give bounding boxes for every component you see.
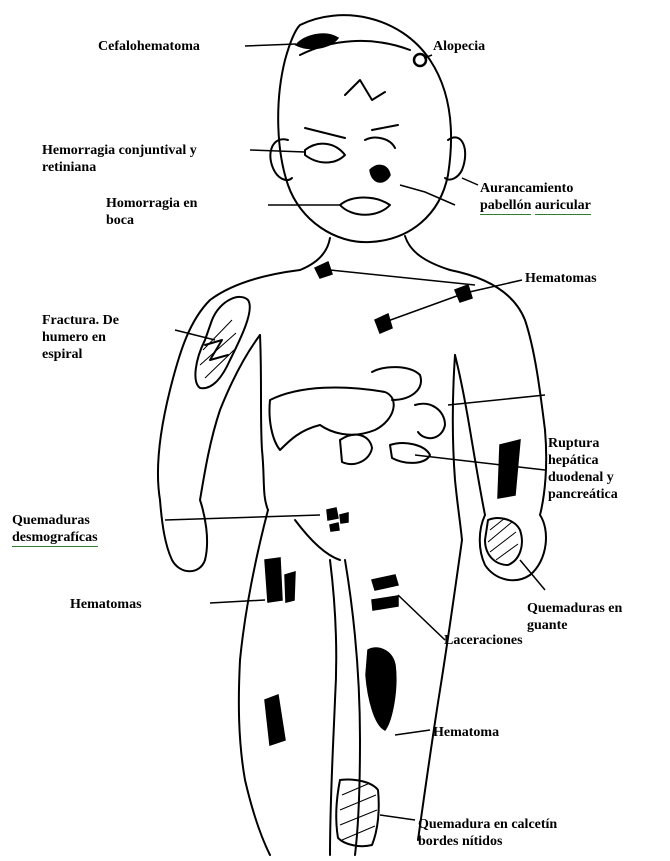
label-hematomas-torso: Hematomas xyxy=(525,270,597,287)
label-hematomas-pierna: Hematomas xyxy=(70,596,142,613)
mouth xyxy=(340,198,390,215)
cephalohematoma-mark xyxy=(296,34,338,48)
pointer-cefalohematoma xyxy=(245,44,296,46)
chest-bruise-1 xyxy=(375,314,392,333)
thigh-bruise-left-2 xyxy=(285,572,295,602)
label-hemorragia-boca: Homorragia en boca xyxy=(106,195,197,229)
neck-bruise xyxy=(315,262,332,278)
laceration-right-2 xyxy=(372,596,398,610)
alopecia-mark xyxy=(414,54,426,66)
right-eye xyxy=(365,138,395,148)
knee-laceration-left xyxy=(265,695,285,745)
liver xyxy=(269,387,393,450)
label-alopecia: Alopecia xyxy=(433,38,485,55)
pointer-hematomas-leg xyxy=(210,600,265,603)
pointer-hematomas-torso xyxy=(385,280,522,322)
right-brow xyxy=(372,125,398,130)
left-arm-outline xyxy=(158,270,300,571)
label-hematoma: Hematoma xyxy=(433,724,499,741)
label-arrancamiento-pabellon: Aurancamiento pabellón auricular xyxy=(480,180,591,215)
duodenum xyxy=(415,404,445,438)
fracture-hatching xyxy=(200,320,236,378)
neck-right xyxy=(405,236,450,270)
torso-left xyxy=(260,335,268,510)
pointer-laceraciones xyxy=(398,595,445,640)
label-fractura-humero: Fractura. De humero en espiral xyxy=(42,312,119,363)
label-quemadura-calcetin: Quemadura en calcetín bordes nítidos xyxy=(418,816,557,850)
pointer-arrancamiento-ear xyxy=(462,178,478,185)
inner-legs xyxy=(330,560,336,855)
pointer-hematomas-neck xyxy=(330,270,475,285)
stomach xyxy=(372,367,421,400)
pointer-calcetin xyxy=(380,815,415,820)
label-cefalohematoma: Cefalohematoma xyxy=(98,38,200,55)
label-ruptura-hepatica: Ruptura hepática duodenal y pancreática xyxy=(548,435,618,503)
left-brow xyxy=(305,128,345,138)
pointer-conjuntival xyxy=(250,150,305,152)
humerus-fracture xyxy=(195,297,249,388)
right-leg-outline xyxy=(418,540,462,840)
inner-legs-right xyxy=(345,560,360,855)
laceration-right-1 xyxy=(372,575,398,590)
label-quemaduras-guante: Quemaduras en guante xyxy=(527,600,622,634)
pointer-hematoma xyxy=(395,730,430,735)
forearm-bruise xyxy=(498,440,520,498)
thigh-bruise-left xyxy=(265,558,282,602)
pointer-ruptura xyxy=(448,395,545,405)
pointer-desmograficas xyxy=(165,515,320,520)
left-eye xyxy=(305,144,345,163)
nose-bruise xyxy=(370,165,390,182)
label-hemorragia-conjuntival: Hemorragia conjuntival y retiniana xyxy=(42,142,197,176)
pointer-arrancamiento xyxy=(400,185,455,205)
abdomen-marks xyxy=(327,508,348,531)
shin-hematoma xyxy=(366,648,396,730)
label-quemaduras-desmograficas: Quemaduras desmografícas xyxy=(12,512,98,547)
pancreas xyxy=(390,443,430,463)
label-laceraciones: Laceraciones xyxy=(444,632,523,649)
pointer-ruptura-2 xyxy=(415,455,545,470)
pointer-guante xyxy=(520,560,545,590)
glove-hatching xyxy=(488,518,518,560)
intestine xyxy=(340,435,372,464)
head-outline xyxy=(278,15,451,242)
hair-tuft xyxy=(345,80,385,100)
